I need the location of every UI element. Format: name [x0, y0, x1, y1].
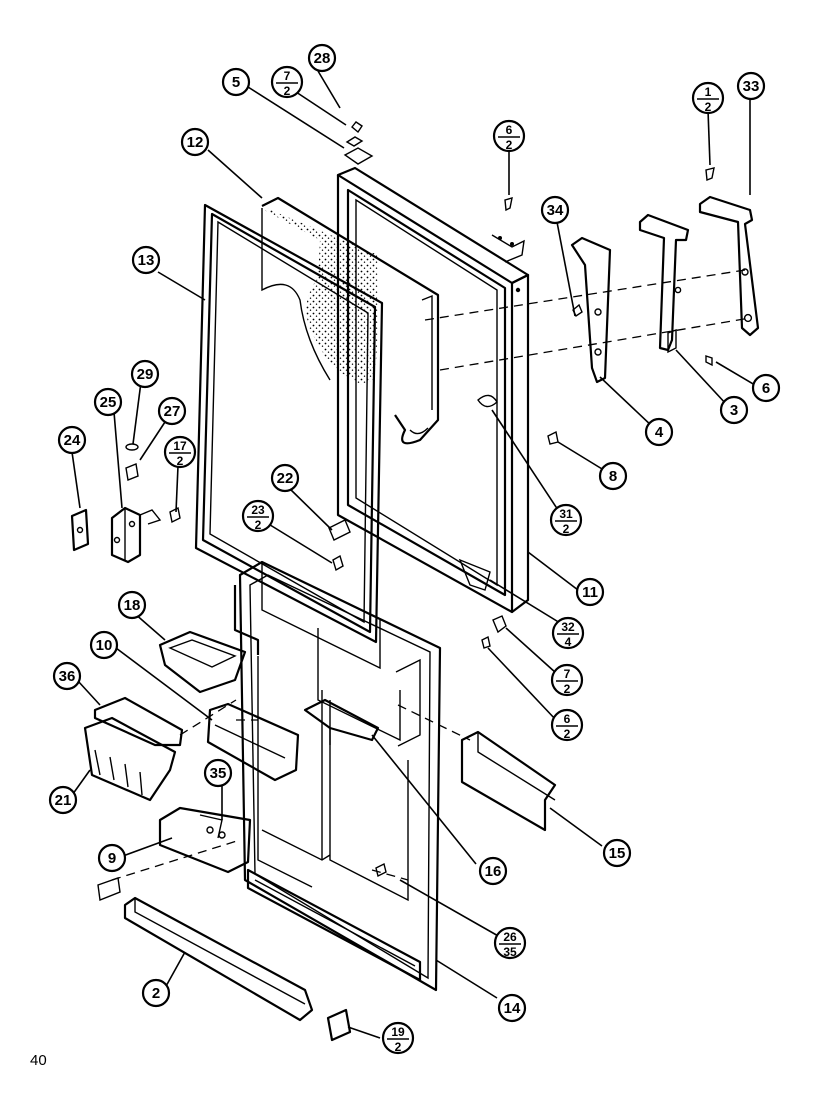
callout-numerator: 6 — [506, 123, 513, 137]
callout-label: 28 — [314, 50, 331, 67]
callout-numerator: 31 — [559, 507, 573, 521]
callout-label: 36 — [59, 668, 76, 685]
callout-label: 8 — [609, 468, 617, 485]
callout-numerator: 26 — [503, 930, 517, 944]
callout-label: 21 — [55, 792, 72, 809]
callout-27: 27 — [157, 396, 187, 426]
callout-2: 2 — [141, 978, 171, 1008]
callout-label: 14 — [504, 1000, 521, 1017]
callout-label: 24 — [64, 432, 81, 449]
callout-label: 4 — [655, 424, 664, 441]
callout-label: 34 — [547, 202, 564, 219]
callout-14: 14 — [497, 993, 527, 1023]
callout-numerator: 23 — [251, 503, 265, 517]
callout-24: 24 — [57, 425, 87, 455]
callout-33: 33 — [736, 71, 766, 101]
callout-label: 5 — [232, 74, 240, 91]
hinge-brackets — [424, 195, 760, 384]
insulation-panel — [261, 196, 440, 445]
callout-7-over-2: 72 — [270, 65, 304, 99]
callout-25: 25 — [93, 387, 123, 417]
callout-label: 9 — [108, 850, 116, 867]
callout-6: 6 — [751, 373, 781, 403]
callout-28: 28 — [307, 43, 337, 73]
callout-13: 13 — [131, 245, 161, 275]
callout-12: 12 — [180, 127, 210, 157]
callout-label: 25 — [100, 394, 117, 411]
inner-door-liner — [233, 560, 442, 992]
callout-label: 18 — [124, 597, 141, 614]
callout-denominator: 2 — [255, 518, 262, 532]
callout-label: 6 — [762, 380, 770, 397]
callout-denominator: 2 — [563, 522, 570, 536]
bins-and-shelves — [83, 630, 557, 1042]
callout-numerator: 6 — [564, 712, 571, 726]
callout-label: 3 — [730, 402, 738, 419]
callout-6-over-2: 62 — [550, 708, 584, 742]
callout-denominator: 2 — [506, 138, 513, 152]
callout-3: 3 — [719, 395, 749, 425]
callout-label: 10 — [96, 637, 113, 654]
callout-label: 2 — [152, 985, 160, 1002]
callout-10: 10 — [89, 630, 119, 660]
callout-label: 11 — [582, 584, 598, 601]
callout-numerator: 7 — [284, 69, 291, 83]
callout-36: 36 — [52, 661, 82, 691]
callout-label: 27 — [164, 403, 181, 420]
callout-18: 18 — [117, 590, 147, 620]
callout-16: 16 — [478, 856, 508, 886]
callout-label: 29 — [137, 366, 154, 383]
callout-21: 21 — [48, 785, 78, 815]
callout-8: 8 — [598, 461, 628, 491]
callout-7-over-2: 72 — [550, 663, 584, 697]
page-number: 40 — [30, 1052, 47, 1069]
callout-17-over-2: 172 — [163, 435, 197, 469]
callout-denominator: 2 — [705, 100, 712, 114]
callout-label: 13 — [138, 252, 155, 269]
callout-9: 9 — [97, 843, 127, 873]
screws — [328, 121, 715, 878]
callout-label: 15 — [609, 845, 626, 862]
callout-label: 12 — [187, 134, 204, 151]
leader-lines — [69, 70, 761, 1039]
callout-numerator: 1 — [705, 85, 712, 99]
callout-numerator: 17 — [173, 439, 187, 453]
callout-numerator: 7 — [564, 667, 571, 681]
callout-19-over-2: 192 — [381, 1021, 415, 1055]
callout-denominator: 2 — [564, 682, 571, 696]
callout-denominator: 2 — [284, 84, 291, 98]
callout-label: 22 — [277, 470, 294, 487]
callout-31-over-2: 312 — [549, 503, 583, 537]
callout-denominator: 2 — [177, 454, 184, 468]
callout-23-over-2: 232 — [241, 499, 275, 533]
callout-15: 15 — [602, 838, 632, 868]
callout-numerator: 19 — [391, 1025, 405, 1039]
callout-4: 4 — [644, 417, 674, 447]
left-bracket-parts — [70, 443, 181, 564]
callout-1-over-2: 12 — [691, 81, 725, 115]
callout-6-over-2: 62 — [492, 119, 526, 153]
callout-22: 22 — [270, 463, 300, 493]
callout-denominator: 35 — [503, 945, 517, 959]
callout-label: 35 — [210, 765, 227, 782]
callout-5: 5 — [221, 67, 251, 97]
callout-label: 33 — [743, 78, 760, 95]
callout-label: 16 — [485, 863, 502, 880]
callout-denominator: 4 — [565, 635, 572, 649]
callout-11: 11 — [575, 577, 605, 607]
callout-29: 29 — [130, 359, 160, 389]
callout-32-over-4: 324 — [551, 616, 585, 650]
callout-denominator: 2 — [395, 1040, 402, 1054]
callout-34: 34 — [540, 195, 570, 225]
callout-numerator: 32 — [561, 620, 575, 634]
door-gasket — [194, 203, 384, 644]
callout-35: 35 — [203, 758, 233, 788]
callout-denominator: 2 — [564, 727, 571, 741]
